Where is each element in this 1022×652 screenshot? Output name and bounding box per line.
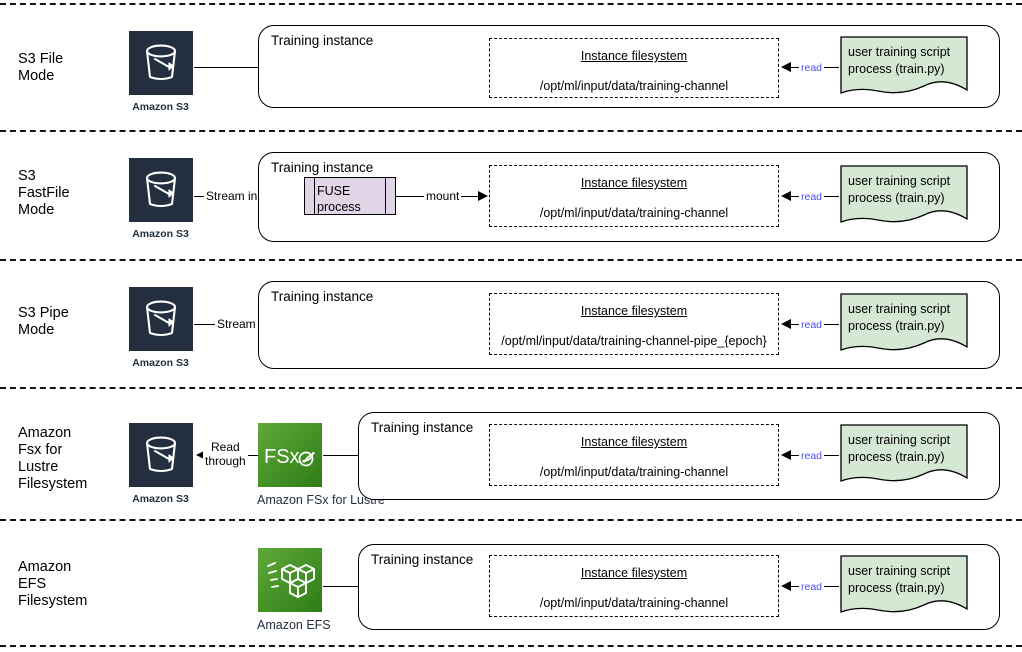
row-separator <box>0 259 1022 261</box>
filesystem-path: /opt/ml/input/data/training-channel <box>539 206 729 220</box>
training-instance-title: Training instance <box>271 289 374 304</box>
filesystem-title: Instance filesystem <box>580 49 688 63</box>
instance-filesystem-box: Instance filesystem /opt/ml/input/data/t… <box>489 424 779 486</box>
edge-label-read: read <box>799 580 825 594</box>
filesystem-path: /opt/ml/input/data/training-channel <box>539 596 729 610</box>
amazon-s3-bucket-icon <box>128 158 193 222</box>
script-document-shape <box>840 36 968 94</box>
instance-filesystem-box: Instance filesystem /opt/ml/input/data/t… <box>489 38 779 98</box>
amazon-fsx-for-lustre-icon: FSx <box>258 423 322 487</box>
row-separator <box>0 3 1022 5</box>
row-label: Amazon EFS Filesystem <box>18 559 88 609</box>
row-separator <box>0 130 1022 132</box>
service-caption: Amazon EFS <box>257 618 331 632</box>
row-amazon-fsx-for-lustre: Amazon Fsx for Lustre Filesystem Amazon … <box>0 387 1022 519</box>
svg-text:FSx: FSx <box>264 446 300 468</box>
process-left-bar <box>314 178 315 214</box>
filesystem-title: Instance filesystem <box>580 304 688 318</box>
filesystem-title: Instance filesystem <box>580 435 688 449</box>
script-document-shape <box>840 293 968 351</box>
edge-arrowhead-read <box>781 450 791 460</box>
instance-filesystem-box: Instance filesystem /opt/ml/input/data/t… <box>489 555 779 617</box>
edge-arrowhead-mount <box>478 191 488 201</box>
script-document-shape <box>840 555 968 613</box>
middle-service-fsx: FSx Amazon FSx for Lustre <box>257 423 385 507</box>
amazon-s3-bucket-icon <box>128 287 193 351</box>
user-training-script-doc: user training script process (train.py) <box>840 36 968 98</box>
script-label: user training script process (train.py) <box>848 564 951 595</box>
source-service-s3: Amazon S3 <box>128 423 193 505</box>
instance-filesystem-box: Instance filesystem /opt/ml/input/data/t… <box>489 293 779 355</box>
service-caption: Amazon S3 <box>132 228 189 240</box>
edge-label-read: read <box>799 190 825 204</box>
row-label: S3 Pipe Mode <box>18 305 69 338</box>
training-instance-title: Training instance <box>271 160 374 175</box>
edge-arrowhead-readthrough <box>196 450 206 460</box>
script-document-shape <box>840 424 968 482</box>
user-training-script-doc: user training script process (train.py) <box>840 555 968 617</box>
training-instance-title: Training instance <box>371 552 474 567</box>
script-document-shape <box>840 165 968 223</box>
amazon-efs-icon <box>258 548 322 612</box>
edge-label-read-through: Read through <box>203 440 248 468</box>
amazon-s3-bucket-icon <box>128 31 193 95</box>
fuse-process-label: FUSE process <box>317 184 361 214</box>
edge-arrowhead-read <box>781 581 791 591</box>
script-label: user training script process (train.py) <box>848 433 951 464</box>
edge-label-read: read <box>799 61 825 75</box>
row-label: S3 FastFile Mode <box>18 168 70 218</box>
service-caption: Amazon S3 <box>132 357 189 369</box>
row-label: Amazon Fsx for Lustre Filesystem <box>18 425 88 492</box>
filesystem-title: Instance filesystem <box>580 176 688 190</box>
training-instance-title: Training instance <box>371 420 474 435</box>
process-right-bar <box>385 178 386 214</box>
instance-filesystem-box: Instance filesystem /opt/ml/input/data/t… <box>489 165 779 227</box>
script-label: user training script process (train.py) <box>848 45 951 76</box>
row-separator <box>0 387 1022 389</box>
source-service-s3: Amazon S3 <box>128 287 193 369</box>
filesystem-path: /opt/ml/input/data/training-channel <box>539 465 729 479</box>
filesystem-title: Instance filesystem <box>580 566 688 580</box>
script-label: user training script process (train.py) <box>848 302 951 333</box>
source-service-s3: Amazon S3 <box>128 31 193 113</box>
edge-label-read: read <box>799 449 825 463</box>
row-s3-file-mode: S3 File Mode Amazon S3 Copy dataset ahea… <box>0 3 1022 130</box>
source-service-s3: Amazon S3 <box>128 158 193 240</box>
fuse-process-box: FUSE process <box>304 177 396 215</box>
amazon-s3-bucket-icon <box>128 423 193 487</box>
row-separator <box>0 519 1022 521</box>
edge-arrowhead-read <box>781 62 791 72</box>
row-s3-fastfile-mode: S3 FastFile Mode Amazon S3 Stream in rea… <box>0 130 1022 259</box>
filesystem-path: /opt/ml/input/data/training-channel-pipe… <box>501 334 767 348</box>
edge-label-read: read <box>799 318 825 332</box>
row-separator <box>0 645 1022 647</box>
user-training-script-doc: user training script process (train.py) <box>840 424 968 486</box>
user-training-script-doc: user training script process (train.py) <box>840 293 968 355</box>
row-amazon-efs: Amazon EFS Filesystem <box>0 519 1022 645</box>
script-label: user training script process (train.py) <box>848 174 951 205</box>
edge-arrowhead-read <box>781 191 791 201</box>
service-caption: Amazon S3 <box>132 101 189 113</box>
service-caption: Amazon S3 <box>132 493 189 505</box>
source-service-efs: Amazon EFS <box>257 548 331 632</box>
service-caption: Amazon FSx for Lustre <box>257 493 385 507</box>
edge-label-mount: mount <box>424 189 462 203</box>
edge-arrowhead-read <box>781 319 791 329</box>
row-label: S3 File Mode <box>18 51 64 84</box>
filesystem-path: /opt/ml/input/data/training-channel <box>539 79 729 93</box>
row-s3-pipe-mode: S3 Pipe Mode Amazon S3 Stream in realtim… <box>0 259 1022 387</box>
user-training-script-doc: user training script process (train.py) <box>840 165 968 227</box>
training-instance-title: Training instance <box>271 33 374 48</box>
